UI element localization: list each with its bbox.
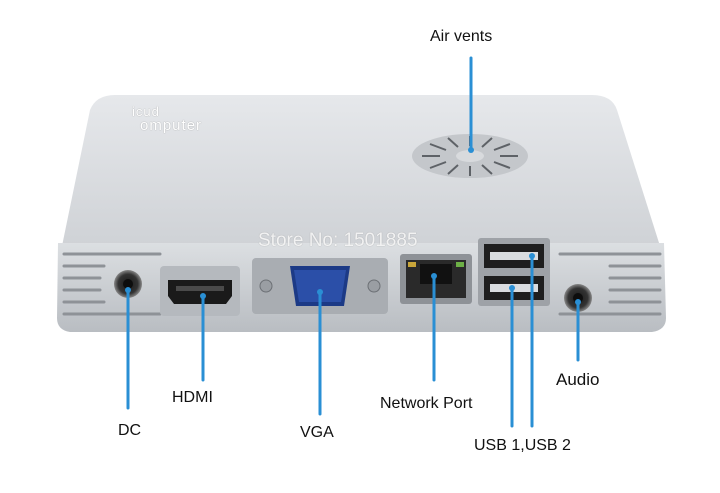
hdmi-port: [160, 266, 240, 316]
device-logo-line1: icud: [132, 104, 160, 119]
label-air-vents: Air vents: [430, 28, 493, 45]
label-usb: USB 1,USB 2: [474, 437, 571, 454]
air-vent: [412, 134, 528, 178]
vga-port: [252, 258, 388, 314]
label-vga: VGA: [300, 424, 334, 441]
device-top: [62, 95, 660, 246]
front-grooves-right: [558, 252, 662, 316]
store-watermark: Store No: 1501885: [258, 230, 418, 251]
dc-port: [114, 270, 142, 298]
network-port: [400, 254, 472, 304]
label-dc: DC: [118, 422, 142, 439]
device-logo-line2: omputer: [140, 117, 203, 134]
pointer-lines: [126, 56, 580, 428]
label-hdmi: HDMI: [172, 389, 213, 406]
label-audio: Audio: [556, 370, 600, 389]
pointer-dots: [125, 147, 581, 305]
front-grooves-left: [62, 252, 162, 316]
usb-ports: [478, 238, 550, 306]
label-network-port: Network Port: [380, 395, 473, 412]
